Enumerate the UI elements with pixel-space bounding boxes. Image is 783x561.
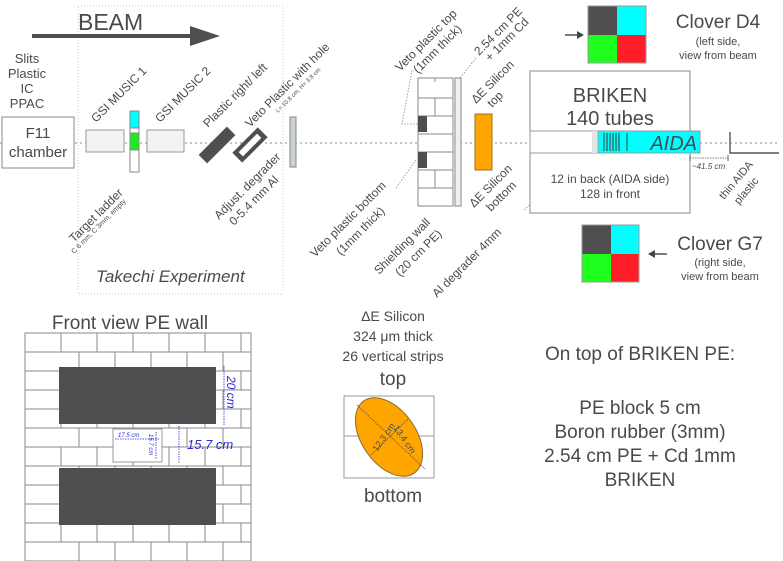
clover-d4-view: view from beam [679,50,757,62]
target-ladder-label: Target ladder [66,186,125,245]
clover-d4-crystal-2 [617,6,646,35]
gap-label: 15.7 cm [187,437,233,452]
clover-g7-crystal-4 [611,254,639,282]
clover-g7-side: (right side, [694,257,745,269]
pe-wall-top-block [59,367,216,424]
al-degrader-plate [592,131,597,153]
clover-d4-crystal-4 [617,35,646,63]
chamber-name: F11 [26,125,51,142]
briken-front-tubes: 128 in front [580,187,641,201]
takechi-frame [77,5,284,295]
notes-line-4: BRIKEN [605,470,676,491]
beam-label: BEAM [78,9,143,35]
silicon-detail-strips: 26 vertical strips [342,348,443,364]
clover-d4-crystal-3 [588,35,617,63]
detector-ic: IC [21,81,34,96]
pe-cd-leader [459,57,477,79]
detector-slits: Slits [15,51,40,66]
window-height-label: 15.7 cm [147,434,153,455]
aida-label: AIDA [649,133,697,155]
silicon-detail-bottom: bottom [364,486,422,507]
chamber-label: chamber [9,144,67,161]
notes-line-1: PE block 5 cm [579,398,700,419]
briken-pe-notes: On top of BRIKEN PE: PE block 5 cm Boron… [544,344,736,491]
pe-wall-window [112,428,163,463]
silicon-detector-side [474,113,493,171]
takechi-title: Takechi Experiment [96,267,246,286]
music1-detector [85,129,125,153]
clover-d4-name: Clover D4 [676,12,761,33]
music1-label: GSI MUSIC 1 [88,64,150,126]
window-width-label: 17.5 cm [118,433,139,439]
distance-label: ~41.5 cm [692,162,725,171]
veto-plastic-with-hole [232,127,268,163]
aida-detector [597,130,701,154]
clover-g7-crystal-1 [582,225,611,254]
notes-line-2: Boron rubber (3mm) [554,422,725,443]
briken-tubes: 140 tubes [566,108,654,130]
silicon-detail-drawing [343,395,435,479]
briken-back-tubes: 12 in back (AIDA side) [551,172,670,186]
plastic-right-left [198,126,236,164]
target-ladder [129,110,140,173]
clover-d4-crystal-1 [588,6,617,35]
silicon-detail-title: ΔE Silicon [361,308,425,324]
veto-bottom-block [418,152,427,168]
clover-d4-side: (left side, [696,36,741,48]
veto-bottom-leader [395,159,417,189]
thin-aida-plastic [729,132,779,154]
shielding-wall [417,77,462,207]
clover-g7: Clover G7 (right side, view from beam [581,224,763,283]
block-height-label: 20 cm [224,375,238,409]
upstream-detectors: Slits Plastic IC PPAC [8,51,47,111]
veto-hole-label: Veto Plastic with hole [242,40,332,130]
arrow-left-icon [648,250,667,258]
adjustable-degrader [289,116,297,168]
silicon-detail-thickness: 324 μm thick [353,328,434,344]
clover-g7-crystal-3 [582,254,611,282]
pe-wall-bottom-block [59,468,216,525]
front-view-title: Front view PE wall [52,313,208,334]
arrow-right-icon [565,31,584,39]
notes-line-3: 2.54 cm PE + Cd 1mm [544,446,736,467]
clover-g7-name: Clover G7 [677,234,763,255]
distance-marker [689,155,729,161]
briken-detector: BRIKEN 140 tubes AIDA 12 in back (AIDA s… [529,70,701,214]
briken-title: BRIKEN [573,85,647,107]
veto-top-block [418,116,427,132]
clover-d4: Clover D4 (left side, view from beam [565,5,761,64]
music2-detector [146,129,185,153]
notes-heading: On top of BRIKEN PE: [545,344,735,365]
clover-g7-crystal-2 [611,225,639,254]
dimension-lines [115,366,225,463]
aida-dssd-layers [603,133,628,151]
pe-cd-layer [454,77,462,207]
clover-g7-view: view from beam [681,271,759,283]
detector-plastic: Plastic [8,66,47,81]
silicon-detail-top: top [380,369,406,390]
beam-arrow-icon [32,26,220,46]
veto-top-leader [401,69,418,125]
detector-ppac: PPAC [10,96,44,111]
f11-chamber: F11 chamber [1,116,75,169]
